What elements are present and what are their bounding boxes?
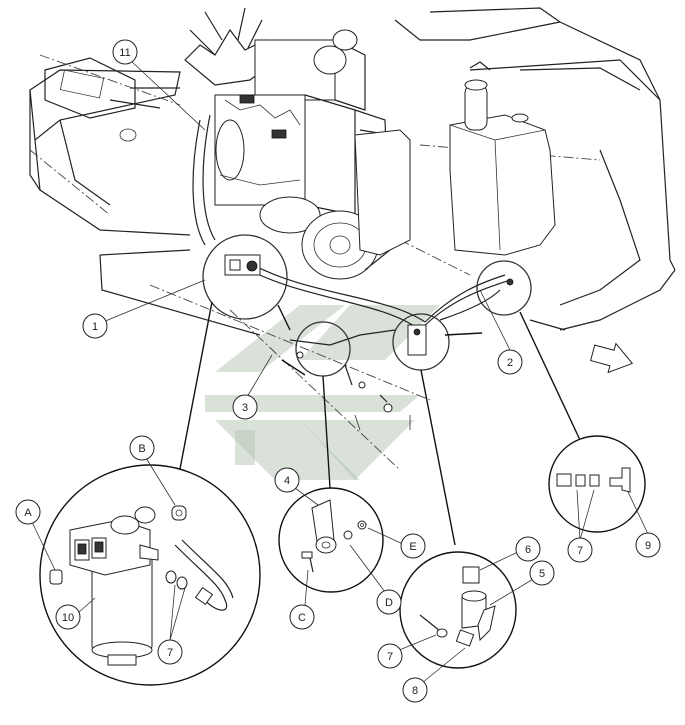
callout-10: 10 bbox=[55, 604, 81, 630]
svg-text:9: 9 bbox=[645, 540, 651, 552]
callout-E: E bbox=[400, 533, 426, 559]
detail-valve bbox=[399, 551, 517, 669]
callout-3: 3 bbox=[232, 394, 258, 420]
svg-text:10: 10 bbox=[62, 612, 74, 624]
svg-text:C: C bbox=[298, 612, 306, 624]
detail-filter bbox=[39, 464, 261, 686]
callout-8: 8 bbox=[402, 677, 428, 703]
callout-B: B bbox=[129, 435, 155, 461]
callout-7-fittings: 7 bbox=[567, 537, 593, 563]
callout-7-valve: 7 bbox=[377, 643, 403, 669]
callout-9: 9 bbox=[635, 532, 661, 558]
callout-5: 5 bbox=[529, 560, 555, 586]
tank bbox=[354, 61, 556, 256]
callout-2: 2 bbox=[497, 349, 523, 375]
svg-text:1: 1 bbox=[92, 321, 98, 333]
svg-text:D: D bbox=[385, 597, 393, 609]
svg-text:A: A bbox=[24, 507, 32, 519]
svg-text:2: 2 bbox=[507, 357, 513, 369]
svg-text:B: B bbox=[138, 443, 145, 455]
svg-text:8: 8 bbox=[412, 685, 418, 697]
callout-4: 4 bbox=[274, 467, 300, 493]
svg-text:11: 11 bbox=[119, 47, 130, 59]
svg-text:4: 4 bbox=[284, 475, 290, 487]
callout-1: 1 bbox=[82, 313, 108, 339]
svg-text:6: 6 bbox=[525, 544, 531, 556]
svg-text:3: 3 bbox=[242, 402, 248, 414]
leader-lines bbox=[174, 301, 581, 546]
watermark-logo bbox=[205, 305, 440, 480]
svg-text:7: 7 bbox=[577, 545, 583, 557]
callout-7-filter: 7 bbox=[157, 639, 183, 665]
callout-D: D bbox=[376, 589, 402, 615]
callout-11: 11 bbox=[112, 39, 138, 65]
svg-text:7: 7 bbox=[167, 647, 173, 659]
callout-leaders bbox=[31, 59, 649, 688]
detail-fittings bbox=[548, 435, 646, 533]
chassis-frame bbox=[29, 7, 676, 336]
callout-6: 6 bbox=[515, 536, 541, 562]
magnify-circles bbox=[202, 234, 532, 377]
detail-clamp bbox=[278, 487, 384, 593]
svg-text:7: 7 bbox=[387, 651, 393, 663]
callout-C: C bbox=[289, 604, 315, 630]
callout-A: A bbox=[15, 499, 41, 525]
direction-arrow-icon bbox=[589, 342, 634, 374]
svg-text:5: 5 bbox=[539, 568, 545, 580]
svg-text:E: E bbox=[409, 541, 416, 553]
